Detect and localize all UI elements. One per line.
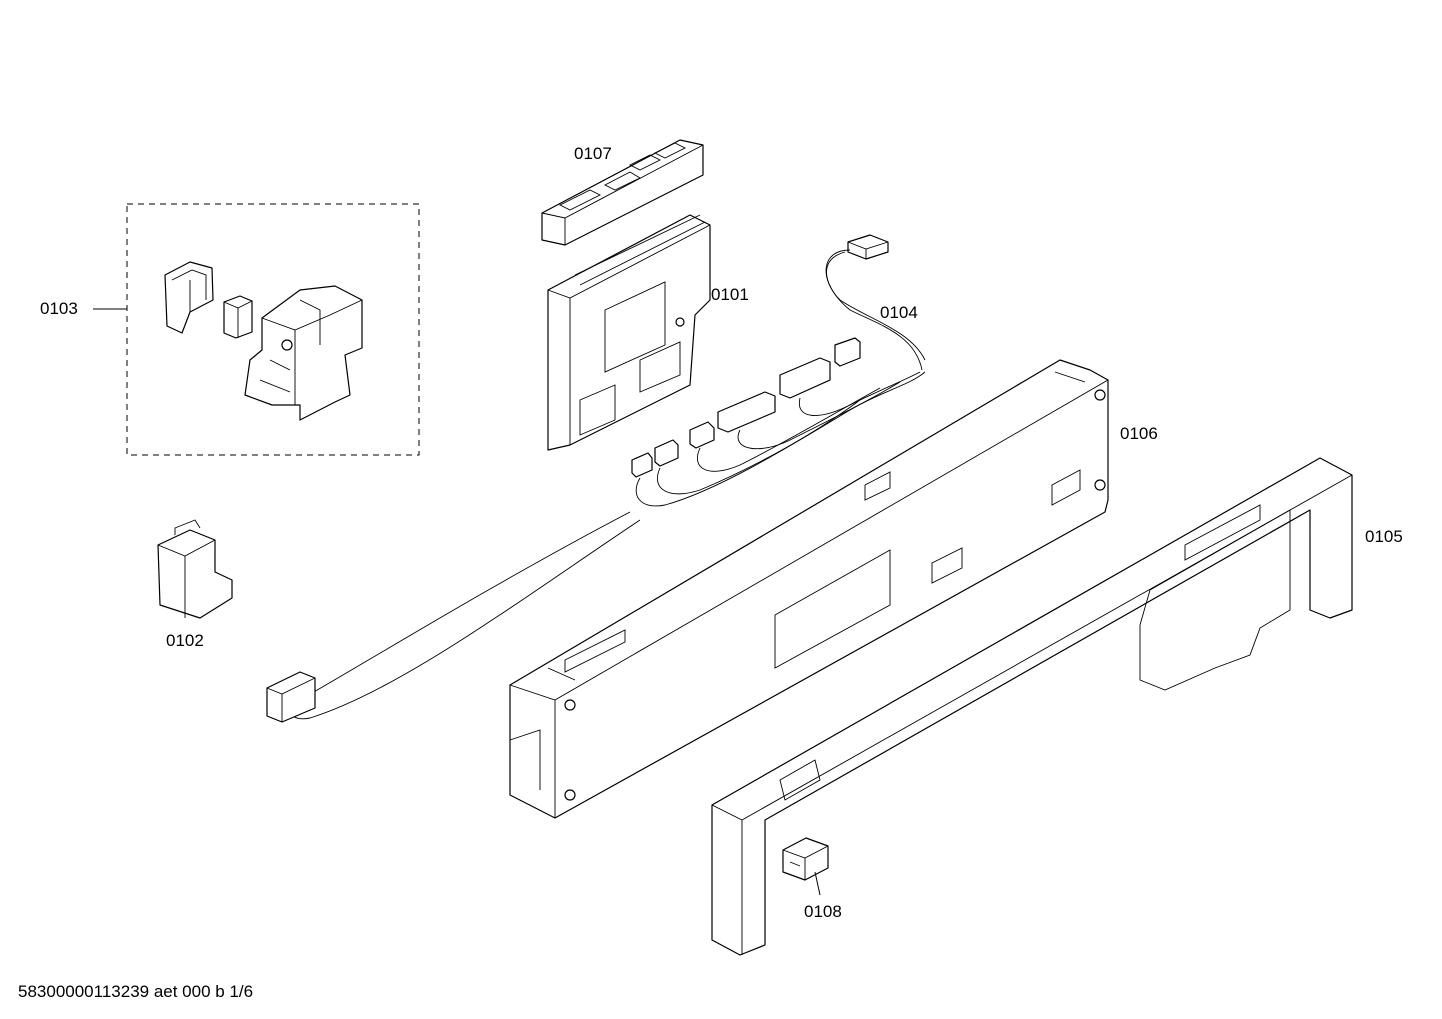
label-0102: 0102 — [166, 631, 204, 650]
part-0107-keymodule — [541, 139, 704, 246]
label-0105: 0105 — [1365, 527, 1403, 546]
part-0108-clip — [782, 837, 829, 881]
label-0106: 0106 — [1120, 424, 1158, 443]
part-0104-wireharness — [266, 234, 926, 723]
part-0103-group — [93, 203, 420, 456]
part-0102-connector — [157, 519, 233, 619]
label-0104: 0104 — [880, 303, 918, 322]
part-0106-framepanel — [509, 359, 1109, 819]
label-0103: 0103 — [40, 299, 78, 318]
leader-0108 — [814, 871, 821, 896]
label-0108: 0108 — [804, 902, 842, 921]
footer-document-id: 58300000113239 aet 000 b 1/6 — [18, 982, 254, 1001]
label-0101: 0101 — [711, 285, 749, 304]
part-0105-fasciabar — [711, 457, 1353, 956]
part-0101-controlboard — [547, 214, 711, 451]
label-0107: 0107 — [574, 144, 612, 163]
